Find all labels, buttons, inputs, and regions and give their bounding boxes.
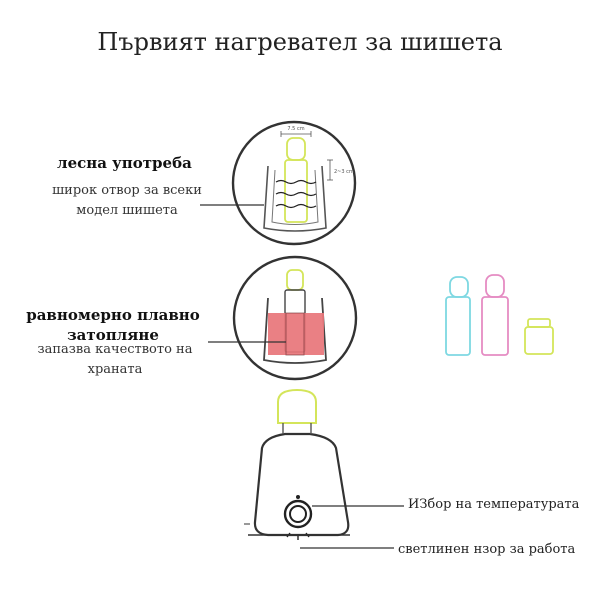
water-waves bbox=[275, 179, 317, 209]
height-dimension-label: 2~3 cm bbox=[334, 169, 354, 175]
feature-heating-description: запазва качеството на храната bbox=[37, 342, 193, 377]
heating-illustration bbox=[208, 255, 358, 381]
heating-zone-highlight bbox=[268, 313, 324, 355]
holder-basket-outline bbox=[263, 165, 327, 232]
heating-holder-outline bbox=[263, 297, 327, 364]
page-title: Първият нагревател за шишета bbox=[97, 28, 503, 56]
bottle-icon bbox=[284, 137, 308, 223]
warmer-bottle-cap bbox=[277, 388, 317, 424]
feature-heating-heading: равномерно плавно затопляне bbox=[26, 306, 200, 344]
holder-basket-inner bbox=[271, 169, 319, 225]
cyan-bottle-icon bbox=[445, 276, 471, 356]
temperature-knob-inner bbox=[289, 505, 307, 523]
feature-easy-heading: лесна употреба bbox=[57, 154, 192, 172]
bottle-warmer-device bbox=[244, 388, 350, 540]
height-dimension: 2~3 cm bbox=[327, 159, 354, 181]
bottle-in-heat-zone bbox=[285, 312, 305, 356]
temperature-callout-label: ИЗбор на температурата bbox=[408, 497, 580, 512]
light-callout-label: светлинен нзор за работа bbox=[398, 542, 576, 557]
feature-easy-description: широк отвор за всеки модел шишета bbox=[52, 183, 202, 218]
width-dimension: 7.5 cm bbox=[280, 126, 312, 137]
easy-use-circle bbox=[231, 120, 357, 246]
jar-icon bbox=[524, 318, 554, 355]
width-dimension-label: 7.5 cm bbox=[287, 126, 304, 132]
easy-use-illustration: 7.5 cm 2~3 cm bbox=[200, 120, 357, 246]
pink-bottle-icon bbox=[481, 274, 509, 356]
temperature-knob-outer bbox=[283, 499, 313, 529]
warmer-body bbox=[253, 432, 350, 537]
indicator-dot bbox=[296, 495, 300, 499]
heating-circle bbox=[232, 255, 358, 381]
heated-bottle-icon bbox=[286, 269, 304, 291]
